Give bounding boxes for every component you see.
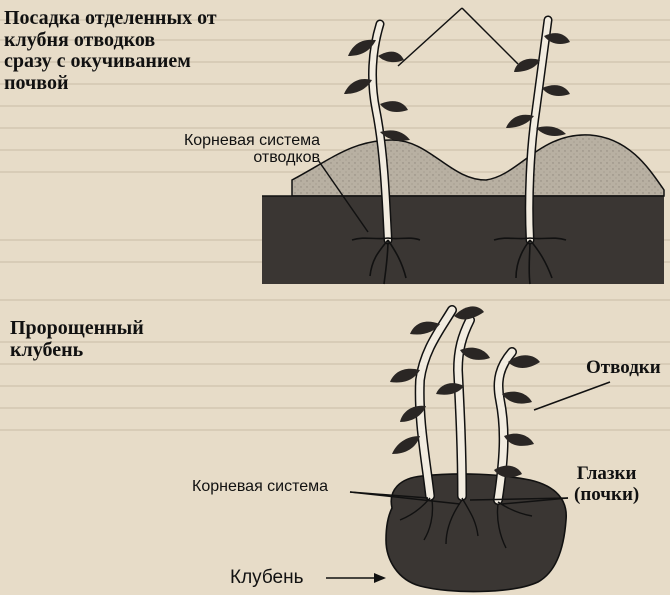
top-title: Посадка отделенных от клубня отводков ср… bbox=[4, 8, 274, 94]
eyes-label: Глазки (почки) bbox=[574, 464, 639, 505]
root-system-top-line-1: Корневая система bbox=[158, 132, 320, 149]
dark-soil bbox=[262, 196, 664, 284]
top-title-line-1: Посадка отделенных от bbox=[4, 8, 274, 30]
shoots-label: Отводки bbox=[586, 358, 661, 379]
top-title-line-4: почвой bbox=[4, 73, 274, 95]
root-system-top-label: Корневая система отводков bbox=[158, 132, 320, 167]
tuber-arrow bbox=[326, 573, 386, 583]
top-title-line-3: сразу с окучиванием bbox=[4, 51, 274, 73]
tuber-label: Клубень bbox=[230, 568, 304, 589]
root-system-top-line-2: отводков bbox=[158, 149, 320, 166]
root-system-bottom-label: Корневая система bbox=[192, 478, 328, 495]
top-pointer-lines bbox=[398, 8, 518, 66]
tuber-shape bbox=[386, 474, 566, 592]
sprouted-tuber-line-1: Пророщенный bbox=[10, 318, 190, 340]
sprouted-tuber-label: Пророщенный клубень bbox=[10, 318, 190, 361]
soil-block bbox=[262, 135, 664, 284]
top-title-line-2: клубня отводков bbox=[4, 30, 274, 52]
sprouted-tuber-line-2: клубень bbox=[10, 340, 190, 362]
eyes-line-1: Глазки bbox=[574, 464, 639, 485]
eyes-line-2: (почки) bbox=[574, 485, 639, 506]
hilled-soil bbox=[292, 135, 664, 196]
